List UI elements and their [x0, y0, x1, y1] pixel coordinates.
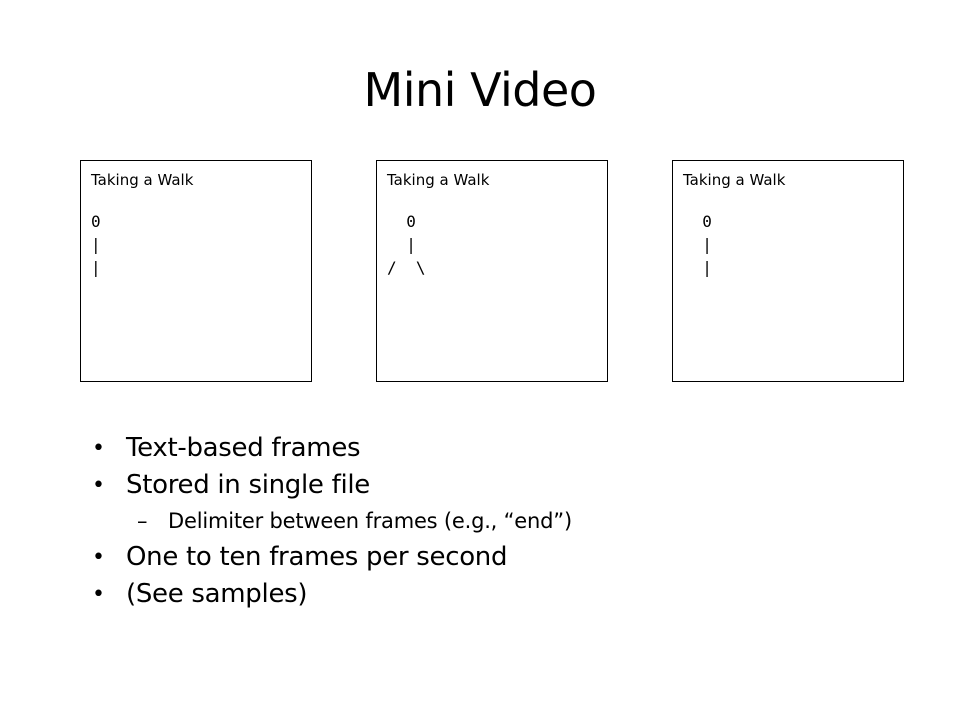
frame-ascii-art: 0 | | [91, 212, 101, 277]
video-frame-3: Taking a Walk 0 | | [672, 160, 904, 382]
sub-bullet-item: – Delimiter between frames (e.g., “end”) [90, 504, 890, 539]
bullet-list: • Text-based frames • Stored in single f… [90, 430, 890, 613]
bullet-text: One to ten frames per second [126, 542, 508, 572]
bullet-text: Text-based frames [126, 433, 361, 463]
bullet-item: • Stored in single file [90, 467, 890, 504]
bullet-marker: • [92, 545, 105, 570]
bullet-marker: • [92, 473, 105, 498]
frame-ascii-art: 0 | | [702, 212, 712, 277]
frame-title: Taking a Walk [91, 171, 194, 189]
frame-ascii-art: 0 | / \ [387, 212, 426, 277]
slide-title: Mini Video [363, 63, 597, 117]
frame-title: Taking a Walk [387, 171, 490, 189]
bullet-item: • Text-based frames [90, 430, 890, 467]
video-frame-1: Taking a Walk 0 | | [80, 160, 312, 382]
bullet-item: • One to ten frames per second [90, 539, 890, 576]
bullet-marker: • [92, 436, 105, 461]
bullet-text: Stored in single file [126, 470, 370, 500]
frame-title: Taking a Walk [683, 171, 786, 189]
video-frame-2: Taking a Walk 0 | / \ [376, 160, 608, 382]
bullet-item: • (See samples) [90, 576, 890, 613]
sub-bullet-text: Delimiter between frames (e.g., “end”) [168, 509, 572, 533]
bullet-text: (See samples) [126, 579, 308, 609]
sub-bullet-marker: – [137, 509, 148, 533]
bullet-marker: • [92, 582, 105, 607]
